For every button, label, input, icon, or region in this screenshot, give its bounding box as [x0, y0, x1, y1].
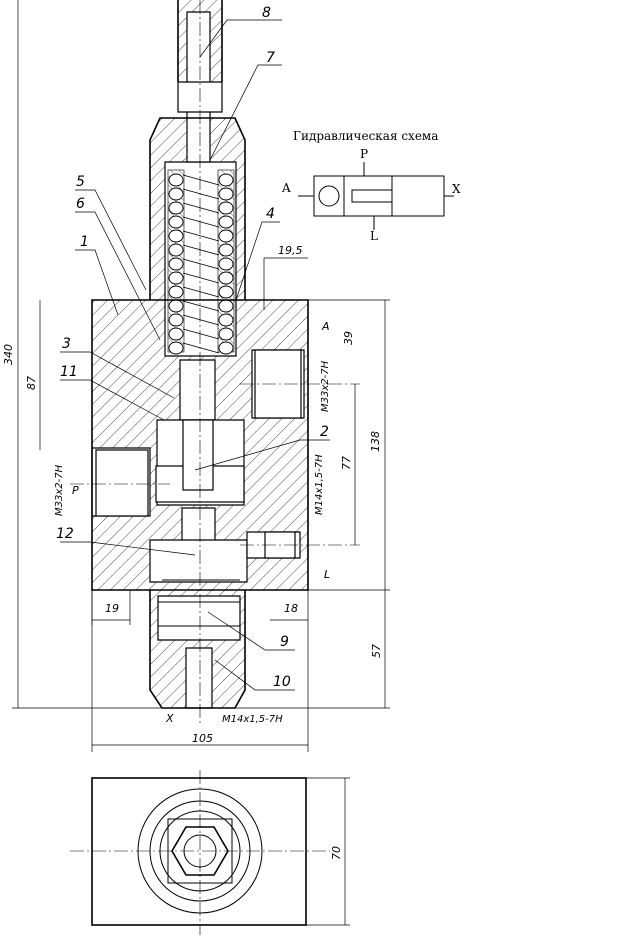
spring-wire — [182, 328, 220, 340]
lower-piston-chamber — [157, 595, 241, 641]
spring-coil — [168, 313, 184, 327]
spring-coil — [168, 215, 184, 229]
dim-70: 70 — [330, 846, 343, 860]
part-label-10: 10 — [273, 674, 291, 690]
spring-wire — [182, 244, 220, 256]
port-x-bore — [185, 647, 213, 709]
scheme-port-p: P — [360, 147, 368, 161]
spring-coil — [218, 313, 234, 327]
part-label-2: 2 — [320, 424, 329, 440]
scheme-port-a: A — [281, 181, 291, 195]
part-label-11: 11 — [60, 364, 78, 380]
plan-view — [70, 770, 330, 935]
spring-wire — [182, 286, 220, 298]
scheme-port-x: X — [452, 182, 461, 196]
port-letter-l: L — [324, 568, 330, 581]
housing-outline — [149, 117, 246, 300]
spring-coil — [218, 299, 234, 313]
thread-port-l: M14x1,5-7H — [314, 454, 325, 515]
part-label-9: 9 — [280, 634, 289, 650]
spring-coil — [218, 229, 234, 243]
spring-wire — [182, 174, 220, 186]
spring-coil — [168, 285, 184, 299]
spring-coil — [218, 187, 234, 201]
spring-coil — [168, 257, 184, 271]
part-label-8: 8 — [262, 5, 271, 21]
spring-wire — [182, 216, 220, 228]
dim-77: 77 — [340, 456, 353, 470]
spring-coil — [218, 201, 234, 215]
port-p-plug — [95, 449, 149, 517]
spring-wire — [182, 258, 220, 270]
dim-19: 19 — [105, 602, 119, 615]
spring-wire — [182, 202, 220, 214]
part-label-1: 1 — [80, 234, 89, 250]
spring-wire — [182, 230, 220, 242]
spring — [167, 169, 235, 355]
spring-coil — [168, 229, 184, 243]
thread-port-a: M33x2-7H — [320, 360, 331, 412]
spring-coil — [168, 341, 184, 355]
port-letter-p: P — [72, 484, 79, 497]
spring-coil — [218, 271, 234, 285]
section-view — [70, 0, 360, 725]
part-label-4: 4 — [266, 206, 275, 222]
spring-coil — [168, 243, 184, 257]
dim-87: 87 — [25, 376, 38, 390]
part-label-6: 6 — [76, 196, 85, 212]
spring-wire — [182, 272, 220, 284]
spring-wire — [182, 314, 220, 326]
lower-chamber — [149, 539, 248, 583]
dim-39: 39 — [342, 331, 355, 345]
dim-340: 340 — [2, 344, 15, 365]
part-label-5: 5 — [76, 174, 85, 190]
piston-upper — [179, 359, 216, 421]
hydraulic-scheme: Гидравлическая схема P A X L — [281, 129, 461, 243]
spring-coil — [168, 299, 184, 313]
spring-coil — [168, 173, 184, 187]
spring-coil — [218, 341, 234, 355]
spring-coil — [168, 271, 184, 285]
spring-coil — [218, 173, 234, 187]
spool — [182, 419, 214, 491]
scheme-port-l: L — [370, 229, 378, 243]
spring-wire — [182, 188, 220, 200]
thread-port-p: M33x2-7H — [54, 464, 65, 516]
spring-coil — [218, 243, 234, 257]
dim-18: 18 — [284, 602, 298, 615]
part-label-7: 7 — [266, 50, 275, 66]
scheme-cylinder — [343, 175, 445, 217]
spring-coil — [168, 327, 184, 341]
spring-wire — [182, 300, 220, 312]
part-labels: 8 7 5 6 1 4 3 11 2 12 9 10 — [56, 5, 329, 690]
thread-port-x: M14x1,5-7H — [222, 714, 283, 725]
scheme-title: Гидравлическая схема — [293, 129, 438, 143]
spring-coil — [168, 187, 184, 201]
spring-coil — [168, 201, 184, 215]
plan-body — [91, 777, 307, 926]
spring-wire — [182, 342, 220, 354]
dim-105: 105 — [192, 732, 213, 745]
dimension-labels: 340 87 19,5 39 138 77 19 18 57 105 70 M3… — [2, 244, 383, 860]
spring-coil — [218, 285, 234, 299]
spring-coil — [218, 215, 234, 229]
leaders — [60, 19, 330, 691]
port-letter-x: X — [165, 712, 174, 725]
spring-coil — [218, 257, 234, 271]
dimensions — [12, 0, 390, 926]
part-label-3: 3 — [62, 336, 71, 352]
spring-coil — [218, 327, 234, 341]
scheme-check-ball — [318, 185, 340, 207]
part-label-12: 12 — [56, 526, 74, 542]
dim-57: 57 — [370, 644, 383, 658]
dim-138: 138 — [369, 431, 382, 452]
dim-19-5: 19,5 — [278, 244, 303, 257]
screw-outline — [177, 0, 223, 82]
port-letter-a: A — [321, 320, 330, 333]
